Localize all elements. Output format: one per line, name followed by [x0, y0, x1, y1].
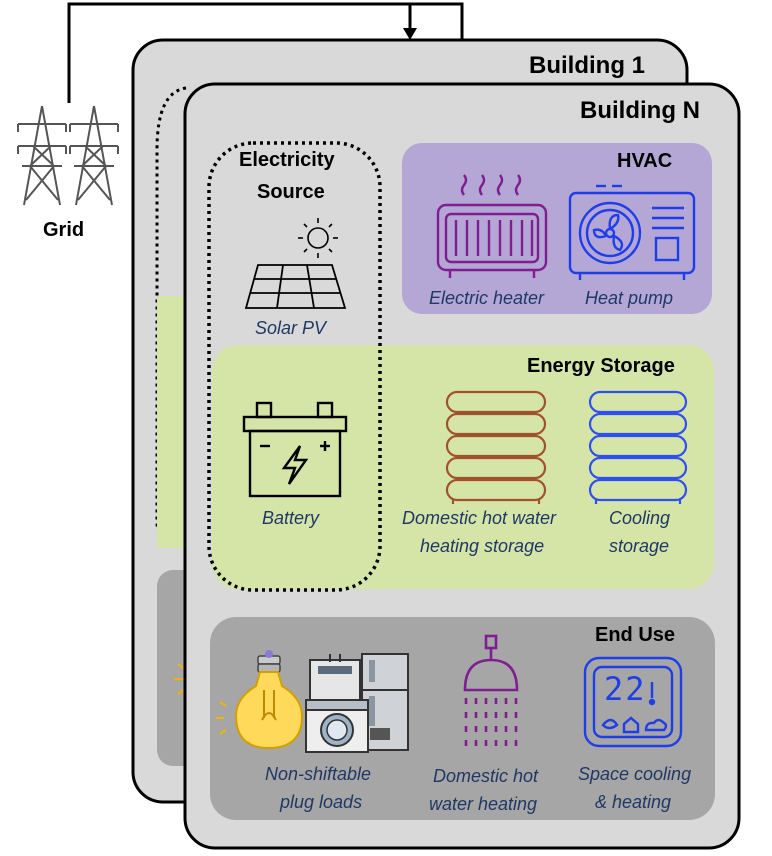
cooling-storage-label-line1: Cooling [609, 508, 671, 528]
energy-storage-title: Energy Storage [527, 355, 675, 377]
battery-icon [242, 401, 348, 498]
building-1-title: Building 1 [529, 52, 645, 79]
electricity-source-boundary [207, 141, 382, 592]
hvac-title: HVAC [617, 150, 673, 172]
building-n-title: Building N [580, 97, 700, 124]
dhw-storage-label-line2: heating storage [420, 536, 545, 556]
shower-icon [463, 634, 519, 746]
solar-panel-icon [244, 264, 347, 309]
electricity-source-title-line1: Electricity [239, 149, 335, 171]
space-conditioning-label-line2: & heating [595, 792, 672, 812]
dhw-storage-label-line1: Domestic hot water [402, 508, 557, 528]
heat-pump-label: Heat pump [585, 288, 674, 308]
dhw-heating-label-line1: Domestic hot [433, 766, 539, 786]
dhw-storage-tank-icon [445, 390, 547, 504]
heat-pump-icon [568, 184, 696, 280]
space-conditioning-label-line1: Space cooling [578, 764, 692, 784]
cooling-storage-tank-icon [588, 390, 688, 504]
battery-label: Battery [262, 508, 320, 528]
energy-storage-section [212, 345, 714, 589]
electricity-source-title-line2: Source [257, 181, 325, 203]
cooling-storage-label-line2: storage [609, 536, 670, 556]
light-bulb-icon [216, 650, 304, 750]
plug-loads-label-line1: Non-shiftable [265, 764, 372, 784]
thermostat-icon [583, 656, 683, 748]
arrowhead-building-1 [403, 28, 417, 40]
solar-pv-label: Solar PV [255, 318, 327, 338]
end-use-title: End Use [595, 624, 676, 646]
appliances-icon [305, 653, 409, 753]
radiator-icon [436, 174, 548, 278]
hvac-section [402, 143, 712, 314]
transmission-tower-icon [17, 105, 119, 206]
plug-loads-label-line2: plug loads [280, 792, 363, 812]
thermostat-display: 22 [604, 670, 647, 708]
grid-label: Grid [43, 219, 85, 241]
dhw-heating-label-line2: water heating [429, 794, 538, 814]
sun-icon [298, 218, 338, 258]
electric-heater-label: Electric heater [429, 288, 545, 308]
